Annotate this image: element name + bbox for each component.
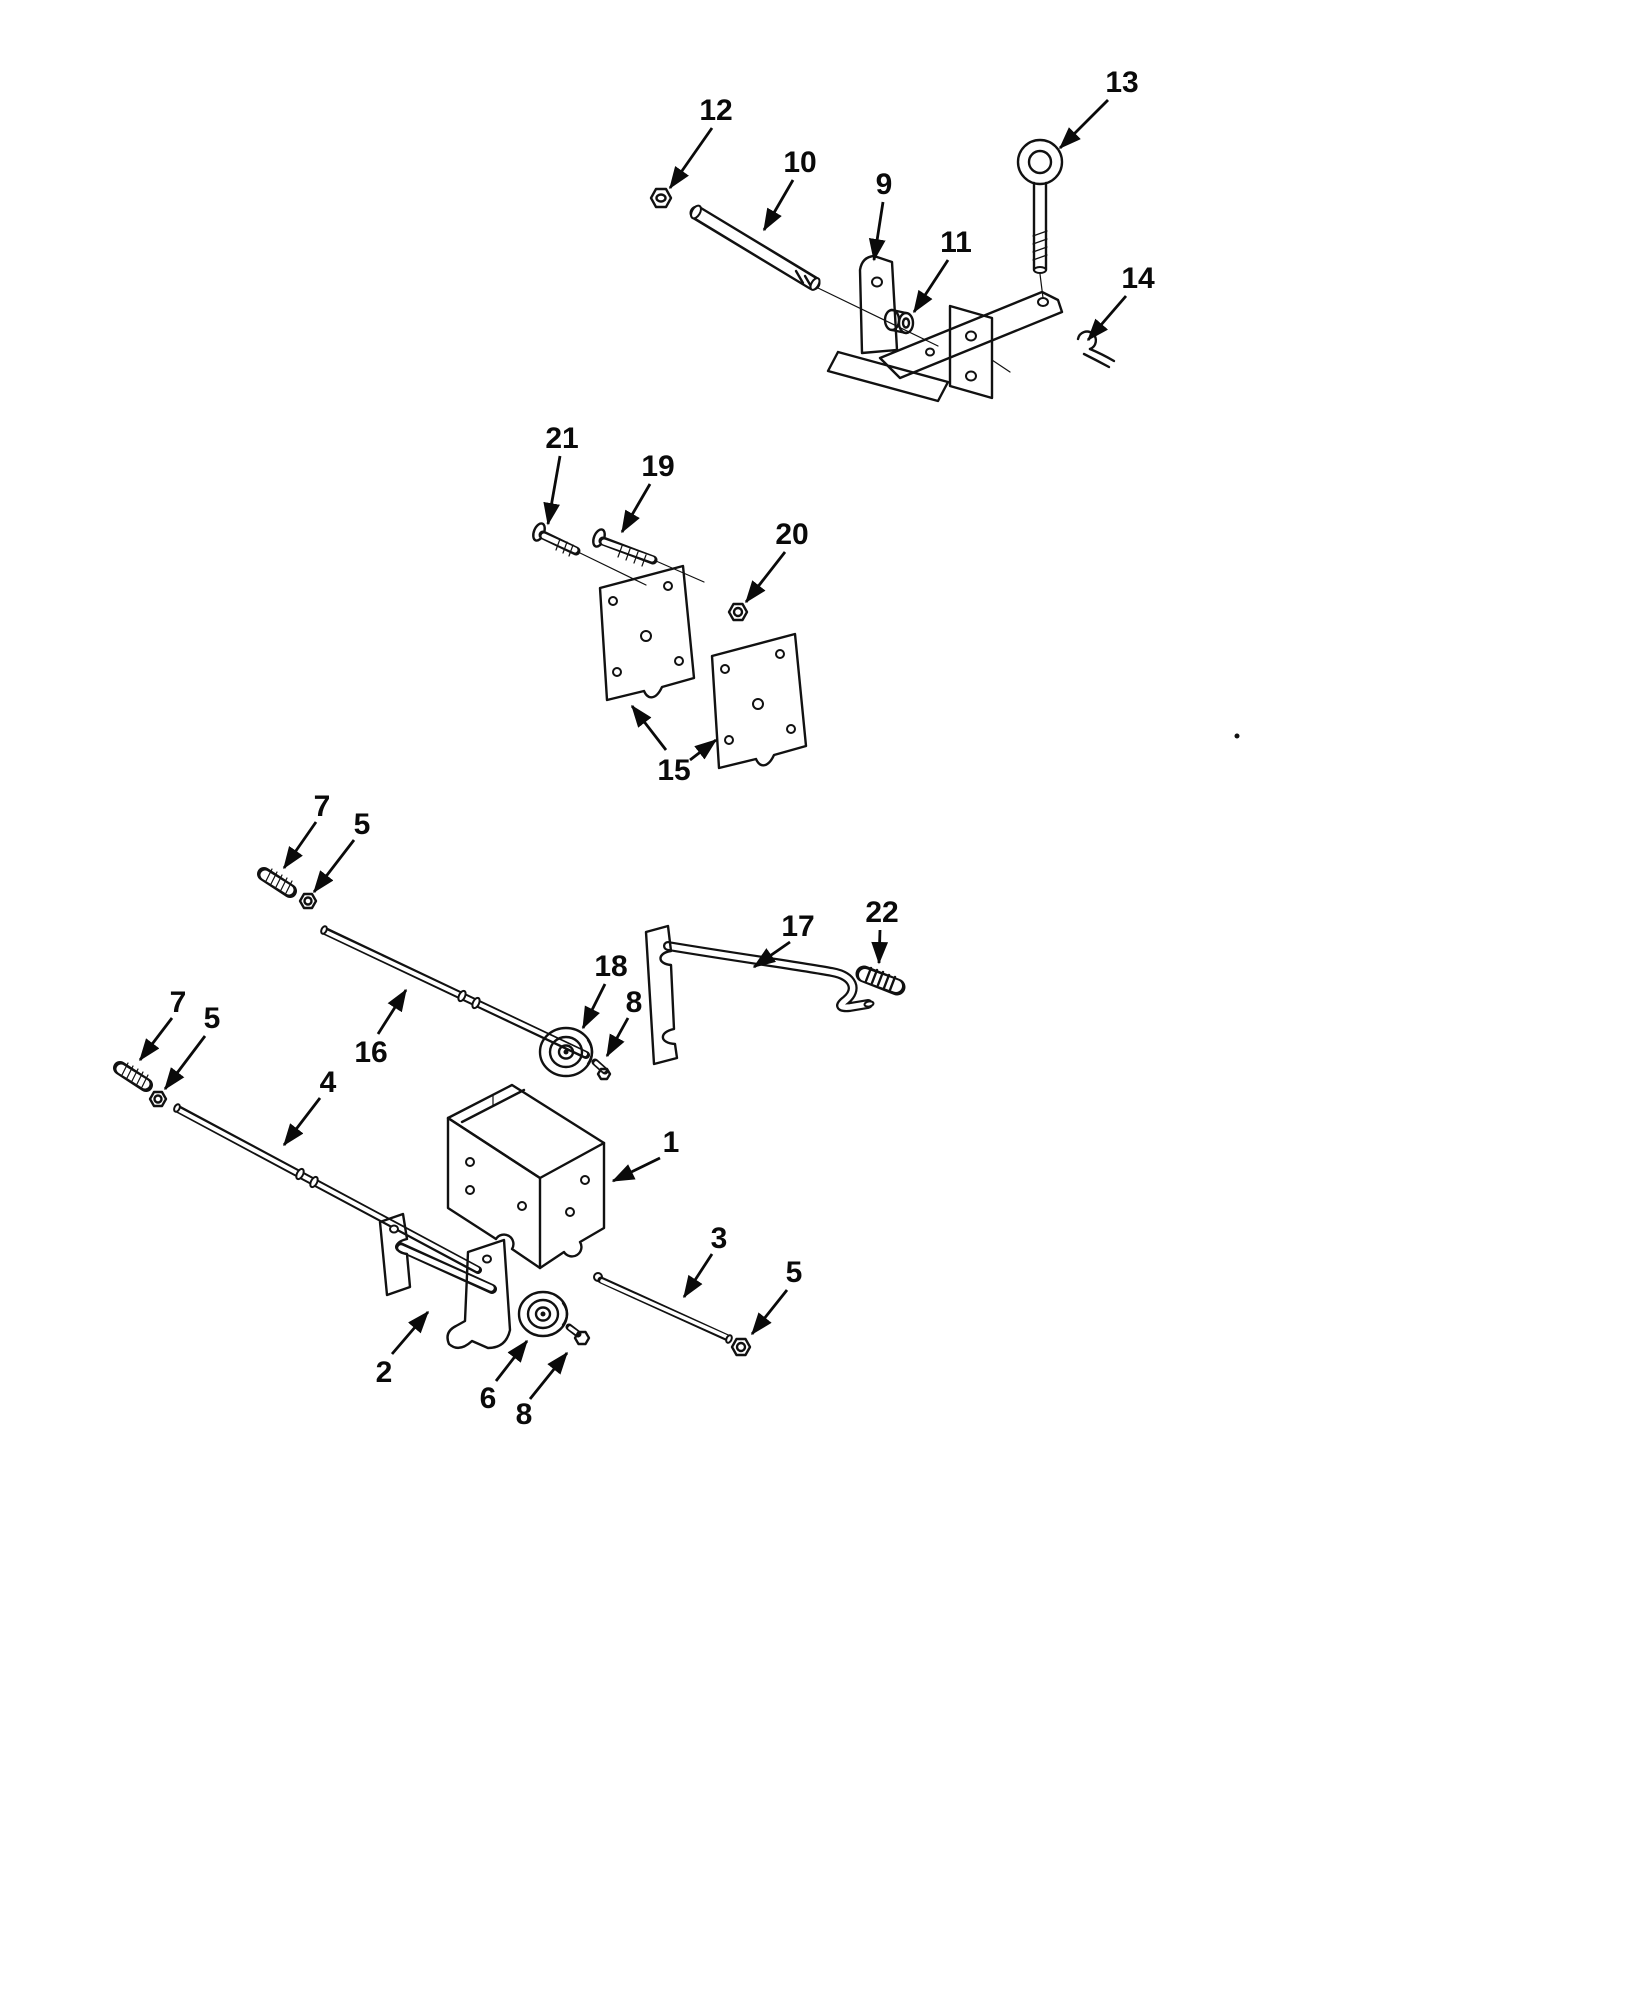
callout-2: 2 [376, 1356, 393, 1389]
part-rod-3 [593, 1272, 733, 1344]
leader-line-19 [655, 560, 705, 583]
part-bracket-9 [858, 254, 899, 355]
callout-arrows [138, 99, 1128, 1400]
callout-21: 21 [545, 422, 578, 455]
callout-11: 11 [940, 226, 972, 259]
part-plate-15-rear [598, 564, 696, 702]
callout-5-lower: 5 [204, 1002, 221, 1035]
callout-18: 18 [594, 950, 627, 983]
part-bracket-1 [446, 1083, 606, 1270]
part-bushing-11 [883, 308, 915, 335]
part-spring-7-lower [113, 1061, 153, 1092]
part-bracket-17 [644, 924, 679, 1066]
part-bolt-8-upper [591, 1058, 612, 1081]
callout-12: 12 [699, 94, 732, 127]
page-dot [1234, 733, 1240, 739]
part-bolt-21 [532, 522, 581, 557]
part-pulley-18 [538, 1026, 594, 1078]
part-eyebolt-13 [1016, 138, 1064, 299]
callout-19: 19 [641, 450, 674, 483]
part-nut-5-lower [148, 1090, 168, 1108]
part-bracket-weldment [826, 290, 1064, 403]
callout-17: 17 [781, 910, 814, 943]
callout-8-lower: 8 [516, 1398, 533, 1431]
part-pulley-6 [517, 1290, 569, 1338]
part-cotter-pin-14 [1076, 330, 1116, 369]
callout-6: 6 [480, 1382, 497, 1415]
part-nut-5-upper [298, 892, 318, 910]
callout-15: 15 [657, 754, 690, 787]
part-plate-15-front [710, 632, 808, 770]
callout-5-upper: 5 [354, 808, 371, 841]
callout-14: 14 [1121, 262, 1155, 295]
part-grip-22 [855, 965, 906, 996]
callout-labels: 13 12 10 9 11 14 21 19 20 15 7 5 17 22 1… [170, 66, 1155, 1431]
callout-7-upper: 7 [314, 790, 331, 823]
part-rod-4 [173, 1103, 482, 1274]
part-bolt-19 [592, 528, 658, 567]
part-nut-12 [649, 187, 673, 209]
part-rod-10 [689, 204, 939, 347]
part-rod-16 [320, 925, 590, 1059]
part-bolt-8-lower [565, 1323, 591, 1346]
part-bracket-2 [378, 1212, 512, 1350]
callout-7-lower: 7 [170, 986, 187, 1019]
callout-3: 3 [711, 1222, 728, 1255]
callout-16: 16 [354, 1036, 387, 1069]
callout-22: 22 [865, 896, 898, 929]
part-spring-7-upper [257, 867, 297, 898]
callout-5-bottom: 5 [786, 1256, 803, 1289]
callout-10: 10 [783, 146, 816, 179]
callout-9: 9 [876, 168, 893, 201]
part-nut-5-bottom [730, 1337, 752, 1357]
part-nut-20 [727, 602, 749, 622]
part-rod-17 [663, 941, 875, 1013]
callout-1: 1 [663, 1126, 680, 1159]
callout-20: 20 [775, 518, 808, 551]
callout-13: 13 [1105, 66, 1138, 99]
callout-8-upper: 8 [626, 986, 643, 1019]
callout-4: 4 [320, 1066, 337, 1099]
